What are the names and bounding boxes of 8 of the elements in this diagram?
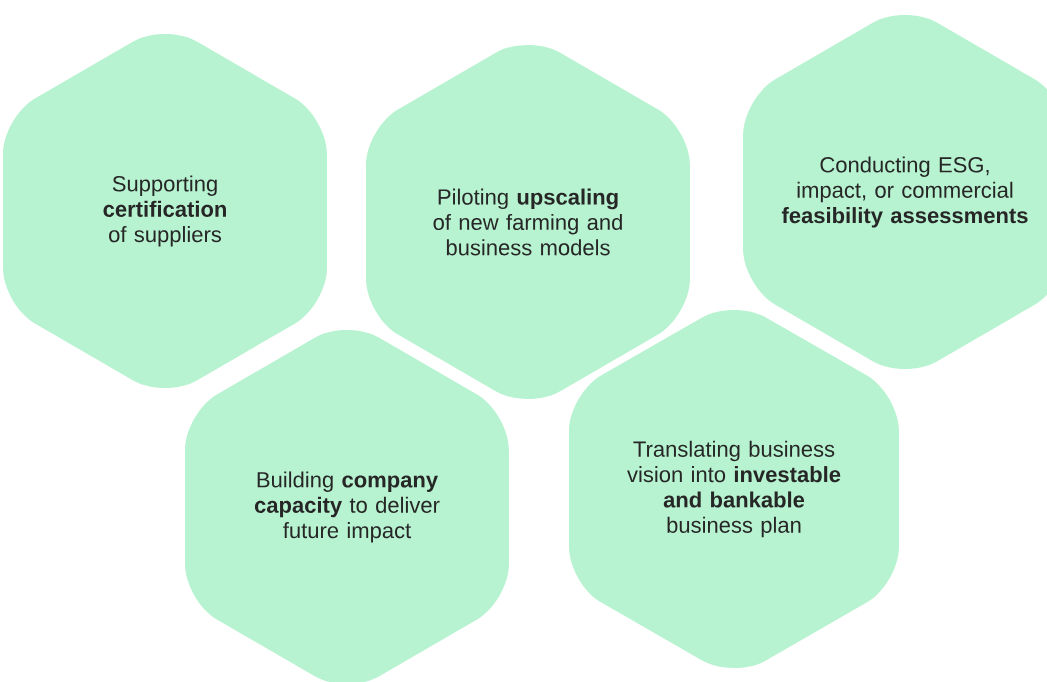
hexagon: Translating business vision into investable and bankable business plan [569,309,899,669]
hexagon: Building company capacity to deliver future impact [185,329,509,682]
hexagon: Conducting ESG, impact, or commercial feasibility assessments [743,15,1047,369]
node-label: Translating business vision into investable and bankable business plan [627,440,841,538]
node-label: Building company capacity to deliver future impact [254,471,440,543]
hexagon: Supporting certification of suppliers [3,34,327,388]
hexagon: Piloting upscaling of new farming and business models [366,45,690,399]
node-label: Piloting upscaling of new farming and business models [433,188,622,256]
